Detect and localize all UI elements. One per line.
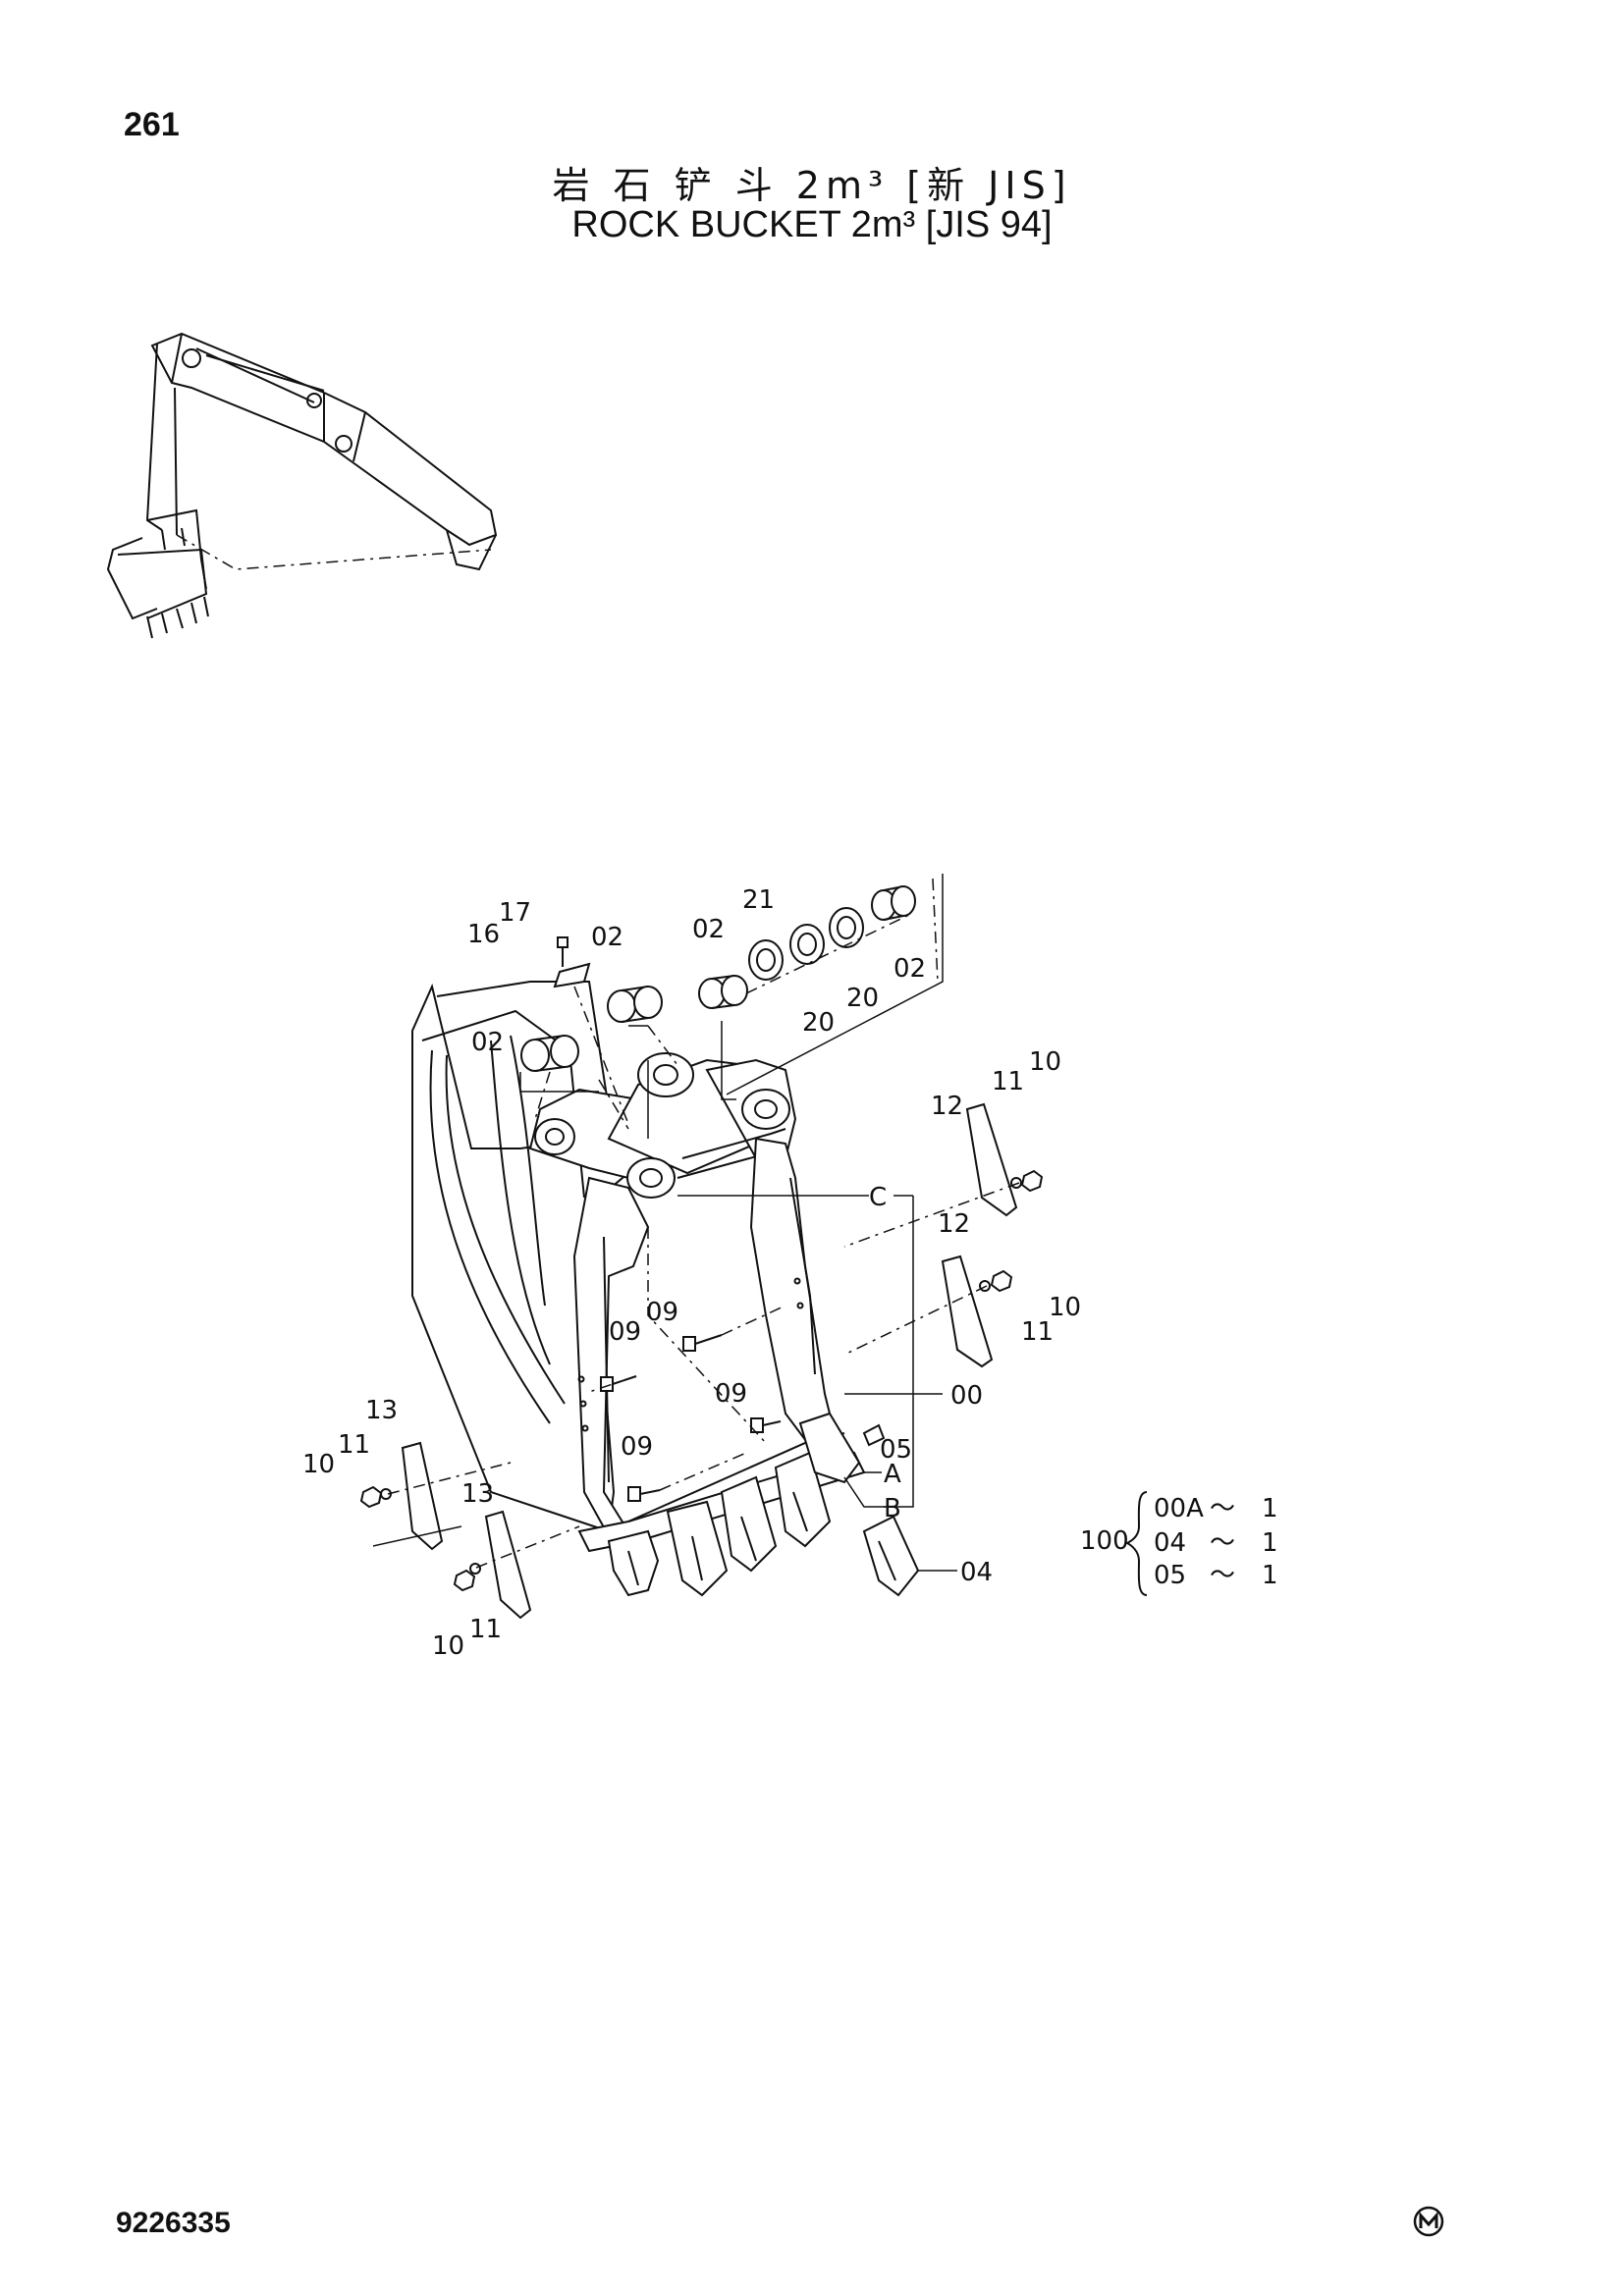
assembly-row-separator: ～ [1210,1528,1235,1558]
callout-09: 09 [646,1298,678,1327]
assembly-row-separator: ～ [1210,1561,1235,1590]
callout-20: 20 [802,1008,835,1038]
callout-13: 13 [461,1479,494,1509]
assembly-row-separator: ～ [1210,1494,1235,1523]
assembly-row-qty: 1 [1262,1494,1278,1523]
callout-09: 09 [715,1379,747,1409]
callout-labels: 17 16 02 02 21 20 20 02 02 12 11 10 12 1… [302,885,1081,1661]
callout-02: 02 [893,954,926,984]
callout-02: 02 [591,923,623,952]
bushing-02-right [698,975,748,1009]
bucket-assembly-drawing [359,874,1044,1620]
assembly-row-part: 00A [1154,1494,1204,1523]
callout-04: 04 [960,1558,993,1587]
assembly-table: 100 00A ～ 1 04 ～ 1 05 ～ 1 [1080,1491,1278,1596]
bolt-09-a [682,1334,723,1352]
callout-10: 10 [302,1450,335,1479]
page-number: 261 [124,106,180,143]
assembly-row-part: 05 [1154,1561,1186,1590]
callout-C: C [869,1183,887,1212]
callout-02: 02 [692,915,725,944]
callout-09: 09 [609,1317,641,1347]
bolt-09-d [627,1486,661,1502]
page-title-english: ROCK BUCKET 2m³ [JIS 94] [571,204,1053,245]
callout-10: 10 [1049,1293,1081,1322]
shims-21-20 [748,907,864,981]
callout-00: 00 [950,1381,983,1411]
page-title-chinese: 岩 石 铲 斗 2m³ [新 JIS] [552,164,1072,207]
callout-11: 11 [992,1067,1024,1096]
callout-11: 11 [469,1615,502,1644]
excavator-overview-illustration [106,332,498,639]
manufacturer-logo-icon [1413,2206,1444,2237]
callout-12: 12 [931,1092,963,1121]
callout-10: 10 [1029,1047,1061,1077]
callout-16: 16 [467,920,500,949]
callout-11: 11 [338,1430,370,1460]
bushing-02-center [607,986,663,1023]
assembly-row-qty: 1 [1262,1528,1278,1558]
assembly-number: 100 [1080,1526,1129,1556]
callout-02: 02 [471,1028,504,1057]
document-number: 9226335 [116,2207,231,2239]
assembly-row-qty: 1 [1262,1561,1278,1590]
callout-21: 21 [742,885,775,915]
callout-B: B [884,1494,901,1523]
callout-09: 09 [621,1432,653,1462]
callout-17: 17 [499,898,531,928]
callout-13: 13 [365,1396,398,1425]
callout-12: 12 [938,1209,970,1239]
callout-10: 10 [432,1631,464,1661]
callout-A: A [884,1460,901,1489]
callout-11: 11 [1021,1317,1054,1347]
assembly-row-part: 04 [1154,1528,1186,1558]
callout-20: 20 [846,984,879,1013]
bushing-02-left [520,1035,579,1072]
callout-05: 05 [880,1435,912,1465]
bolt-09-c [750,1417,782,1433]
bushing-02-far [871,885,916,921]
